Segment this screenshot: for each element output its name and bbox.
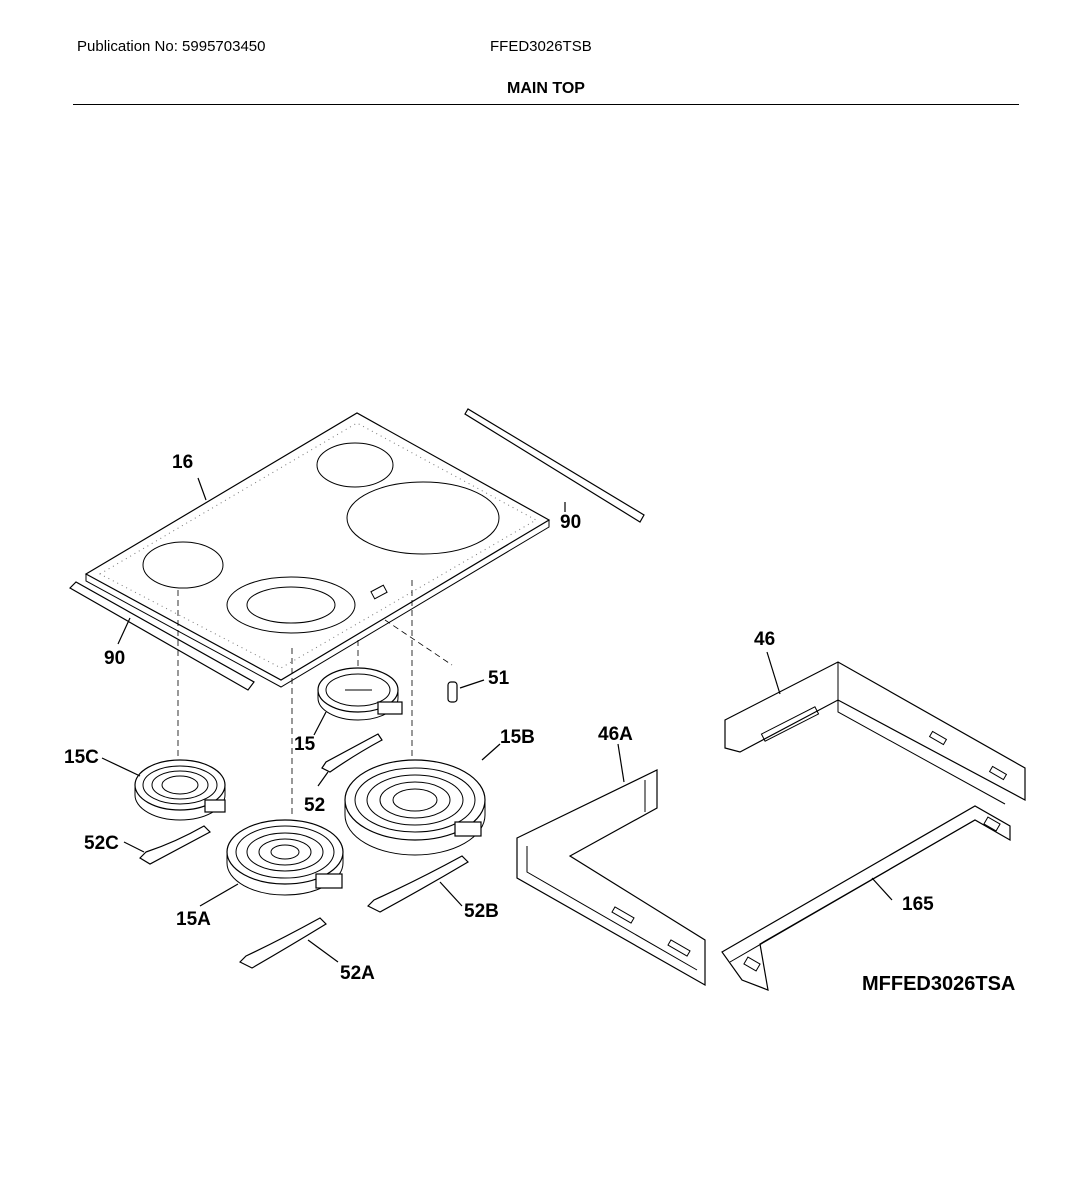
strap-52[interactable]	[321, 733, 383, 773]
diagram-code: MFFED3026TSA	[862, 973, 1015, 995]
section-title: MAIN TOP	[507, 80, 585, 97]
bracket-165[interactable]	[721, 805, 1011, 991]
callout-165: 165	[902, 894, 934, 915]
callout-16: 16	[172, 452, 193, 473]
strap-52a[interactable]	[238, 917, 327, 969]
header-rule	[73, 104, 1019, 105]
surface-element-15[interactable]	[317, 667, 403, 721]
strap-52b[interactable]	[366, 855, 469, 913]
callout-46: 46	[754, 629, 775, 650]
bracket-46[interactable]	[724, 661, 1026, 805]
callout-15b: 15B	[500, 727, 535, 748]
callout-51: 51	[488, 668, 510, 689]
trim-strip-front[interactable]	[69, 581, 255, 691]
callout-90-front: 90	[104, 648, 125, 669]
cooktop-glass-part[interactable]	[84, 412, 551, 688]
surface-element-15c[interactable]	[134, 759, 226, 821]
callout-15c: 15C	[64, 747, 99, 768]
publication-number: Publication No: 5995703450	[77, 38, 266, 55]
callout-52c: 52C	[84, 833, 119, 854]
callout-15a: 15A	[176, 909, 211, 930]
limiter-51[interactable]	[447, 681, 458, 703]
callout-90-rear: 90	[560, 512, 581, 533]
callout-15: 15	[294, 734, 316, 755]
surface-element-15a[interactable]	[226, 819, 344, 896]
callout-52b: 52B	[464, 901, 499, 922]
strap-52c[interactable]	[139, 825, 211, 865]
trim-strip-rear[interactable]	[464, 408, 645, 523]
bracket-46a[interactable]	[516, 769, 706, 987]
callout-46a: 46A	[598, 724, 633, 745]
callout-52: 52	[304, 795, 325, 816]
model-number: FFED3026TSB	[490, 38, 592, 55]
surface-element-15b[interactable]	[344, 759, 486, 856]
callout-52a: 52A	[340, 963, 375, 984]
